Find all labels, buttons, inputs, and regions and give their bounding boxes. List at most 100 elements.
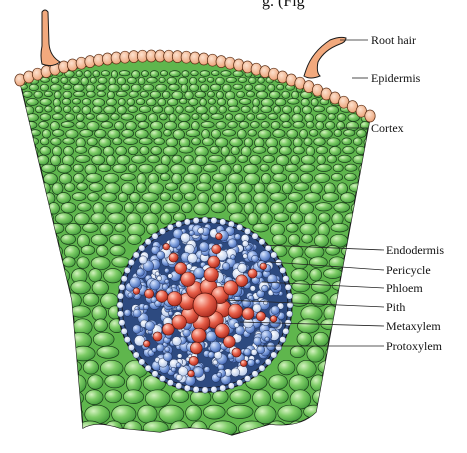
cortex-cell: [267, 421, 286, 437]
endodermis-cell: [244, 228, 250, 234]
label-cortex: Cortex: [371, 121, 404, 136]
phloem-cell: [255, 359, 260, 364]
cortex-cell: [95, 130, 107, 138]
phloem-cell: [177, 354, 182, 359]
cortex-cell: [80, 130, 93, 138]
cortex-cell: [12, 121, 23, 128]
cortex-cell: [304, 193, 321, 203]
label-pericycle: Pericycle: [386, 263, 431, 278]
cortex-cell: [293, 138, 302, 147]
cortex-cell: [12, 437, 39, 448]
cortex-cell: [41, 390, 57, 409]
cortex-cell: [178, 114, 190, 122]
cortex-cell: [354, 281, 366, 295]
cortex-cell: [71, 281, 91, 294]
cortex-cell: [344, 269, 362, 279]
cortex-cell: [366, 99, 374, 105]
cortex-cell: [101, 122, 113, 129]
cortex-cell: [314, 234, 328, 247]
cortex-cell: [292, 281, 310, 292]
cortex-cell: [231, 146, 239, 154]
cortex-cell: [56, 281, 69, 295]
cortex-cell: [212, 71, 220, 76]
cortex-cell: [86, 114, 95, 120]
cortex-cell: [23, 375, 45, 389]
cortex-cell: [202, 138, 213, 146]
phloem-cell: [242, 241, 248, 247]
cortex-cell: [192, 122, 200, 131]
cortex-cell: [227, 203, 242, 215]
cortex-cell: [379, 437, 398, 448]
cortex-cell: [367, 203, 378, 214]
protoxylem-vessel: [145, 289, 154, 298]
cortex-cell: [76, 155, 90, 162]
cortex-cell: [76, 122, 85, 129]
cortex-cell: [150, 91, 160, 98]
cortex-cell: [255, 84, 266, 91]
cortex-cell: [14, 164, 23, 171]
cortex-cell: [245, 84, 253, 91]
cortex-cell: [101, 71, 109, 76]
cortex-cell: [124, 138, 138, 145]
cortex-cell: [275, 99, 286, 106]
cortex-cell: [50, 306, 69, 321]
cortex-cell: [309, 130, 318, 137]
protoxylem-vessel: [189, 356, 198, 365]
cortex-cell: [194, 203, 210, 215]
cortex-cell: [343, 71, 351, 77]
cortex-cell: [345, 164, 357, 171]
cortex-cell: [40, 146, 51, 155]
endodermis-cell: [176, 221, 182, 227]
cortex-cell: [330, 332, 346, 344]
cortex-cell: [255, 405, 276, 424]
cortex-cell: [57, 193, 71, 204]
phloem-cell: [260, 251, 271, 262]
endodermis-cell: [117, 311, 123, 317]
cortex-cell: [52, 114, 63, 120]
cortex-cell: [341, 306, 355, 320]
cortex-cell: [274, 106, 281, 113]
cortex-cell: [128, 234, 142, 244]
cortex-cell: [40, 84, 48, 91]
protoxylem-vessel: [153, 332, 162, 341]
cortex-cell: [184, 173, 198, 183]
cortex-cell: [13, 99, 25, 107]
cortex-cell: [142, 71, 149, 77]
cortex-cell: [77, 257, 89, 269]
cortex-cell: [154, 138, 165, 145]
cortex-cell: [73, 164, 83, 172]
cortex-cell: [256, 114, 266, 120]
cortex-cell: [56, 421, 75, 438]
cortex-cell: [320, 130, 333, 139]
cortex-cell: [186, 130, 200, 137]
cortex-cell: [164, 121, 176, 130]
cortex-cell: [328, 114, 335, 120]
cortex-cell: [233, 84, 243, 89]
cortex-cell: [160, 114, 168, 120]
protoxylem-vessel: [260, 263, 267, 270]
cortex-cell: [124, 421, 142, 435]
endodermis-cell: [152, 371, 158, 377]
cortex-cell: [81, 245, 95, 254]
root-hair-right: [304, 37, 346, 78]
cortex-cell: [85, 390, 103, 405]
cortex-cell: [240, 99, 251, 105]
cortex-cell: [24, 203, 34, 215]
cortex-cell: [237, 130, 246, 139]
cortex-cell: [313, 332, 328, 346]
cortex-cell: [51, 77, 59, 83]
cortex-cell: [264, 437, 285, 448]
cortex-cell: [63, 138, 75, 144]
cortex-cell: [26, 183, 39, 191]
phloem-cell: [181, 233, 190, 242]
cortex-cell: [290, 346, 305, 358]
cortex-cell: [104, 437, 123, 448]
cortex-cell: [104, 269, 123, 283]
cortex-cell: [321, 71, 329, 77]
cortex-cell: [190, 421, 207, 439]
protoxylem-vessel: [216, 233, 223, 240]
cortex-cell: [131, 84, 141, 92]
cortex-cell: [54, 106, 62, 113]
endodermis-cell: [152, 233, 158, 239]
phloem-cell: [186, 264, 192, 270]
